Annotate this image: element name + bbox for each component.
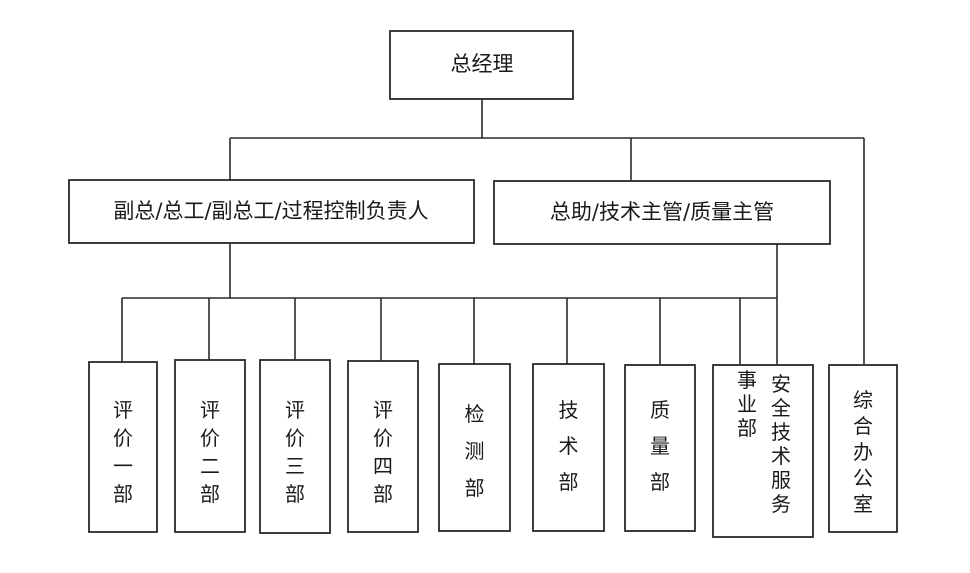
department-box-6	[532, 363, 605, 532]
department-label-char: 技	[771, 420, 791, 444]
department-label-char: 全	[771, 396, 791, 420]
department-label-char: 部	[559, 470, 579, 494]
department-label-char: 价	[113, 426, 133, 450]
node-assistant-group: 总助/技术主管/质量主管	[493, 180, 831, 245]
department-label-char: 室	[853, 492, 873, 516]
department-label-char: 价	[285, 426, 305, 450]
department-box-9	[828, 364, 898, 533]
department-node-7: 质量部	[624, 364, 696, 532]
department-label-char: 评	[373, 398, 393, 422]
department-label-char: 评	[113, 398, 133, 422]
department-box-4	[347, 360, 419, 533]
department-label-char: 安	[771, 372, 791, 396]
department-label-char: 三	[285, 454, 305, 478]
department-box-8	[712, 364, 814, 538]
department-label-char: 综	[853, 388, 873, 412]
department-label-char: 部	[200, 482, 220, 506]
department-node-5: 检测部	[438, 363, 511, 532]
department-label-char: 术	[771, 444, 791, 468]
department-box-5	[438, 363, 511, 532]
department-label-char: 合	[853, 414, 873, 438]
department-label-char: 部	[373, 482, 393, 506]
node-deputy-group-label: 副总/总工/副总工/过程控制负责人	[113, 199, 428, 223]
node-deputy-group-box	[68, 179, 475, 244]
department-label-char: 部	[465, 476, 485, 500]
department-label-char: 术	[559, 434, 579, 458]
department-label-char: 价	[373, 426, 393, 450]
department-label-char: 检	[465, 402, 485, 426]
department-label-char: 业	[737, 392, 757, 416]
department-label-char: 部	[285, 482, 305, 506]
node-assistant-group-label: 总助/技术主管/质量主管	[550, 200, 774, 224]
department-label-char: 公	[853, 466, 873, 490]
department-label-char: 四	[373, 454, 393, 478]
department-label-char: 量	[650, 434, 670, 458]
department-label-char: 质	[650, 398, 670, 422]
department-label-char: 技	[559, 398, 579, 422]
department-box-1	[88, 361, 158, 533]
department-label-char: 服	[771, 468, 791, 492]
node-general-manager-box	[389, 30, 574, 100]
department-label-char: 评	[200, 398, 220, 422]
department-label-char: 测	[465, 439, 485, 463]
node-deputy-group: 副总/总工/副总工/过程控制负责人	[68, 179, 475, 244]
node-general-manager-label: 总经理	[451, 52, 514, 76]
node-general-manager: 总经理	[389, 30, 574, 100]
department-label-char: 二	[200, 454, 220, 478]
department-label-char: 部	[113, 482, 133, 506]
department-label-char: 办	[853, 440, 873, 464]
department-label-char: 价	[200, 426, 220, 450]
department-label-char: 事	[737, 368, 757, 392]
connector-lines	[121, 99, 865, 365]
department-box-7	[624, 364, 696, 532]
department-box-2	[174, 359, 246, 533]
department-label-char: 部	[737, 416, 757, 440]
department-label-char: 务	[771, 492, 791, 516]
department-box-3	[259, 359, 331, 534]
node-assistant-group-box	[493, 180, 831, 245]
department-label-char: 部	[650, 470, 670, 494]
department-node-6: 技术部	[532, 363, 605, 532]
department-label-char: 评	[285, 398, 305, 422]
department-label-char: 一	[113, 454, 133, 478]
